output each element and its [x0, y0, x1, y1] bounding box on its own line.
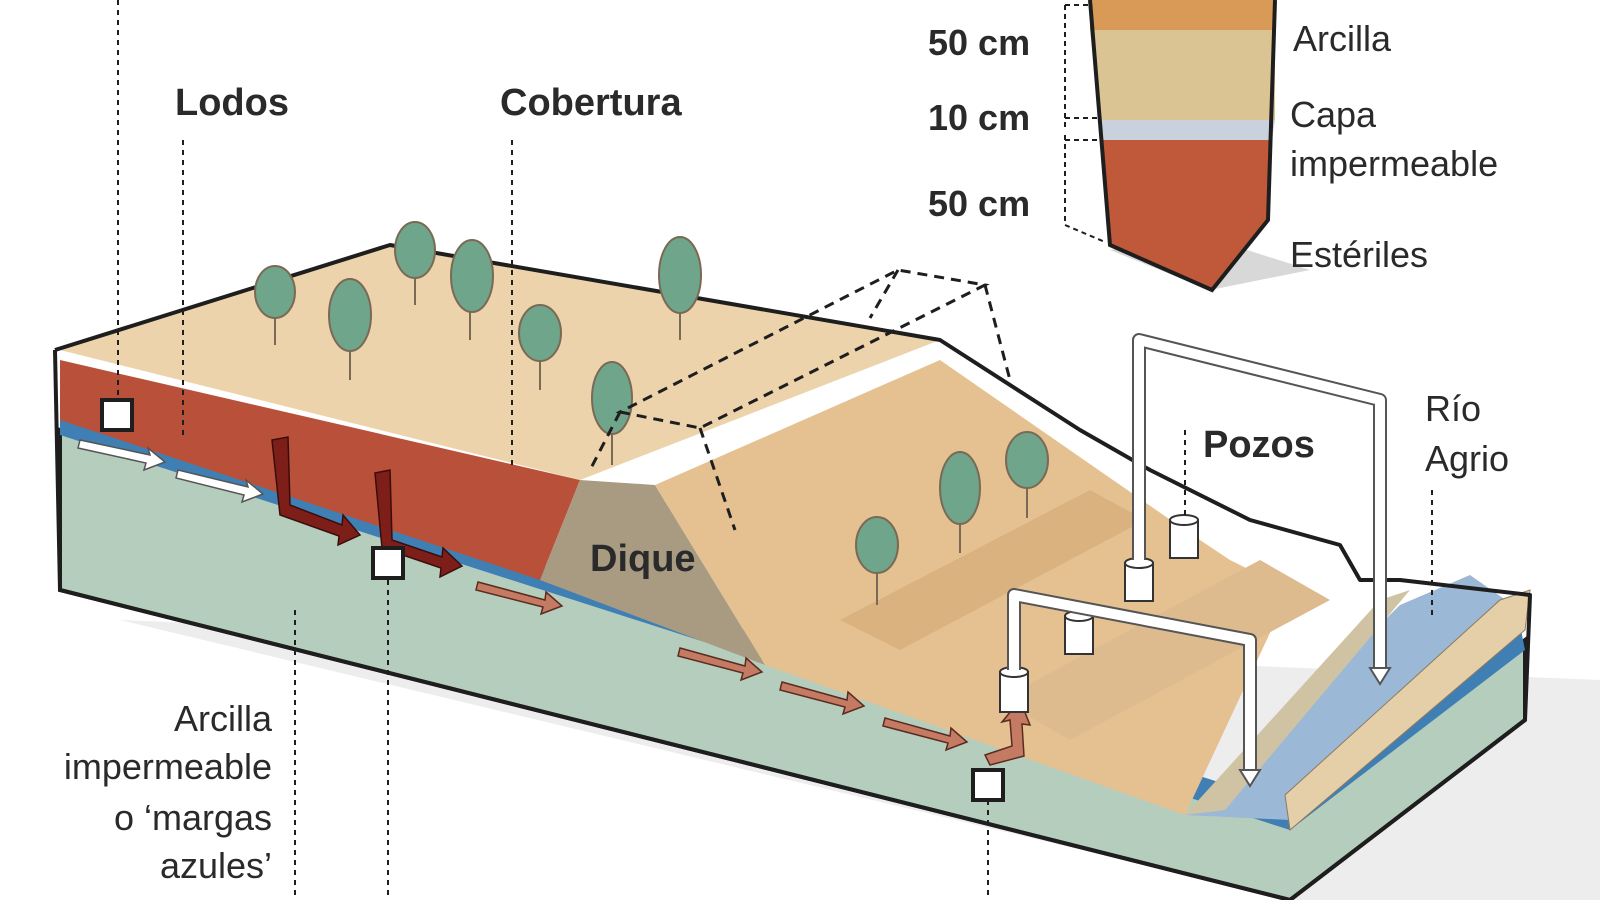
tree-icon — [591, 361, 633, 465]
leak-flow-arrows — [475, 581, 1032, 766]
tree-icon — [254, 265, 296, 345]
flow-arrow-white — [77, 439, 167, 472]
dimension-middle: 10 cm — [928, 97, 1031, 138]
column-layer-top-strip — [1090, 0, 1275, 30]
tree-icon — [1005, 431, 1049, 518]
well-icon — [1064, 610, 1094, 655]
well-icon — [1124, 557, 1154, 602]
tree-icon — [394, 221, 436, 305]
groundwater-flow-arrows — [77, 439, 265, 504]
dimension-bottom: 50 cm — [928, 183, 1031, 224]
label-pozos: Pozos — [1203, 424, 1315, 466]
dimension-top: 50 cm — [928, 22, 1031, 63]
label-rio-line2: Agrio — [1425, 438, 1510, 479]
well-icon — [999, 666, 1029, 713]
pumping-pipes-inner — [1009, 335, 1385, 770]
column-outline — [1088, 0, 1277, 293]
slope-terrace-2 — [1000, 560, 1330, 740]
slope-terrace — [840, 490, 1145, 650]
dike-section — [540, 480, 765, 665]
tree-icon — [328, 278, 372, 380]
label-arcilla-impermeable-2: impermeable — [63, 746, 272, 787]
layer-label-capa: Capa — [1290, 94, 1377, 135]
detail-callout-box — [588, 268, 1012, 531]
layer-label-arcilla: Arcilla — [1293, 18, 1392, 59]
pipe-outlet-arrows — [1238, 667, 1392, 788]
tree-icon — [658, 236, 702, 340]
label-lodos: Lodos — [175, 82, 289, 124]
river-zone — [1185, 575, 1520, 820]
column-layer-arcilla — [1090, 30, 1275, 120]
slope-step — [1185, 590, 1410, 815]
trees-group — [254, 221, 1049, 605]
label-dique: Dique — [590, 538, 696, 580]
label-arcilla-impermeable-1: Arcilla — [173, 698, 272, 739]
label-cobertura: Cobertura — [500, 82, 682, 124]
tree-icon — [855, 516, 899, 605]
tree-icon — [518, 304, 562, 390]
layer-label-impermeable: impermeable — [1290, 143, 1499, 184]
dimension-brackets — [1064, 4, 1106, 243]
sampling-points — [100, 398, 1005, 802]
label-arcilla-impermeable-3: o ‘margas — [113, 797, 272, 838]
front-outline — [53, 349, 1291, 900]
tree-icon — [450, 239, 494, 340]
layer-label-esteriles: Estériles — [1290, 234, 1429, 275]
leak-arrow — [882, 717, 969, 752]
leak-arrow — [779, 681, 866, 716]
column-layer-impermeable — [1100, 120, 1275, 140]
sludge-layer — [60, 360, 580, 580]
leak-arrow — [475, 581, 564, 616]
leader-lines — [117, 0, 1433, 900]
well-icon — [1169, 514, 1199, 559]
label-rio-line1: Río — [1425, 388, 1482, 429]
seepage-arrow — [271, 436, 362, 547]
sampling-point-box — [100, 398, 134, 432]
wells-group — [999, 514, 1199, 713]
tree-icon — [939, 451, 981, 553]
terrain-outline — [54, 243, 1532, 900]
sampling-point-box — [371, 546, 405, 580]
flow-arrow-white — [175, 469, 265, 504]
column-layer-esteriles — [1102, 140, 1272, 290]
label-arcilla-impermeable-4: azules’ — [159, 845, 272, 886]
leak-arrow — [677, 647, 764, 682]
sampling-point-box — [971, 768, 1005, 802]
